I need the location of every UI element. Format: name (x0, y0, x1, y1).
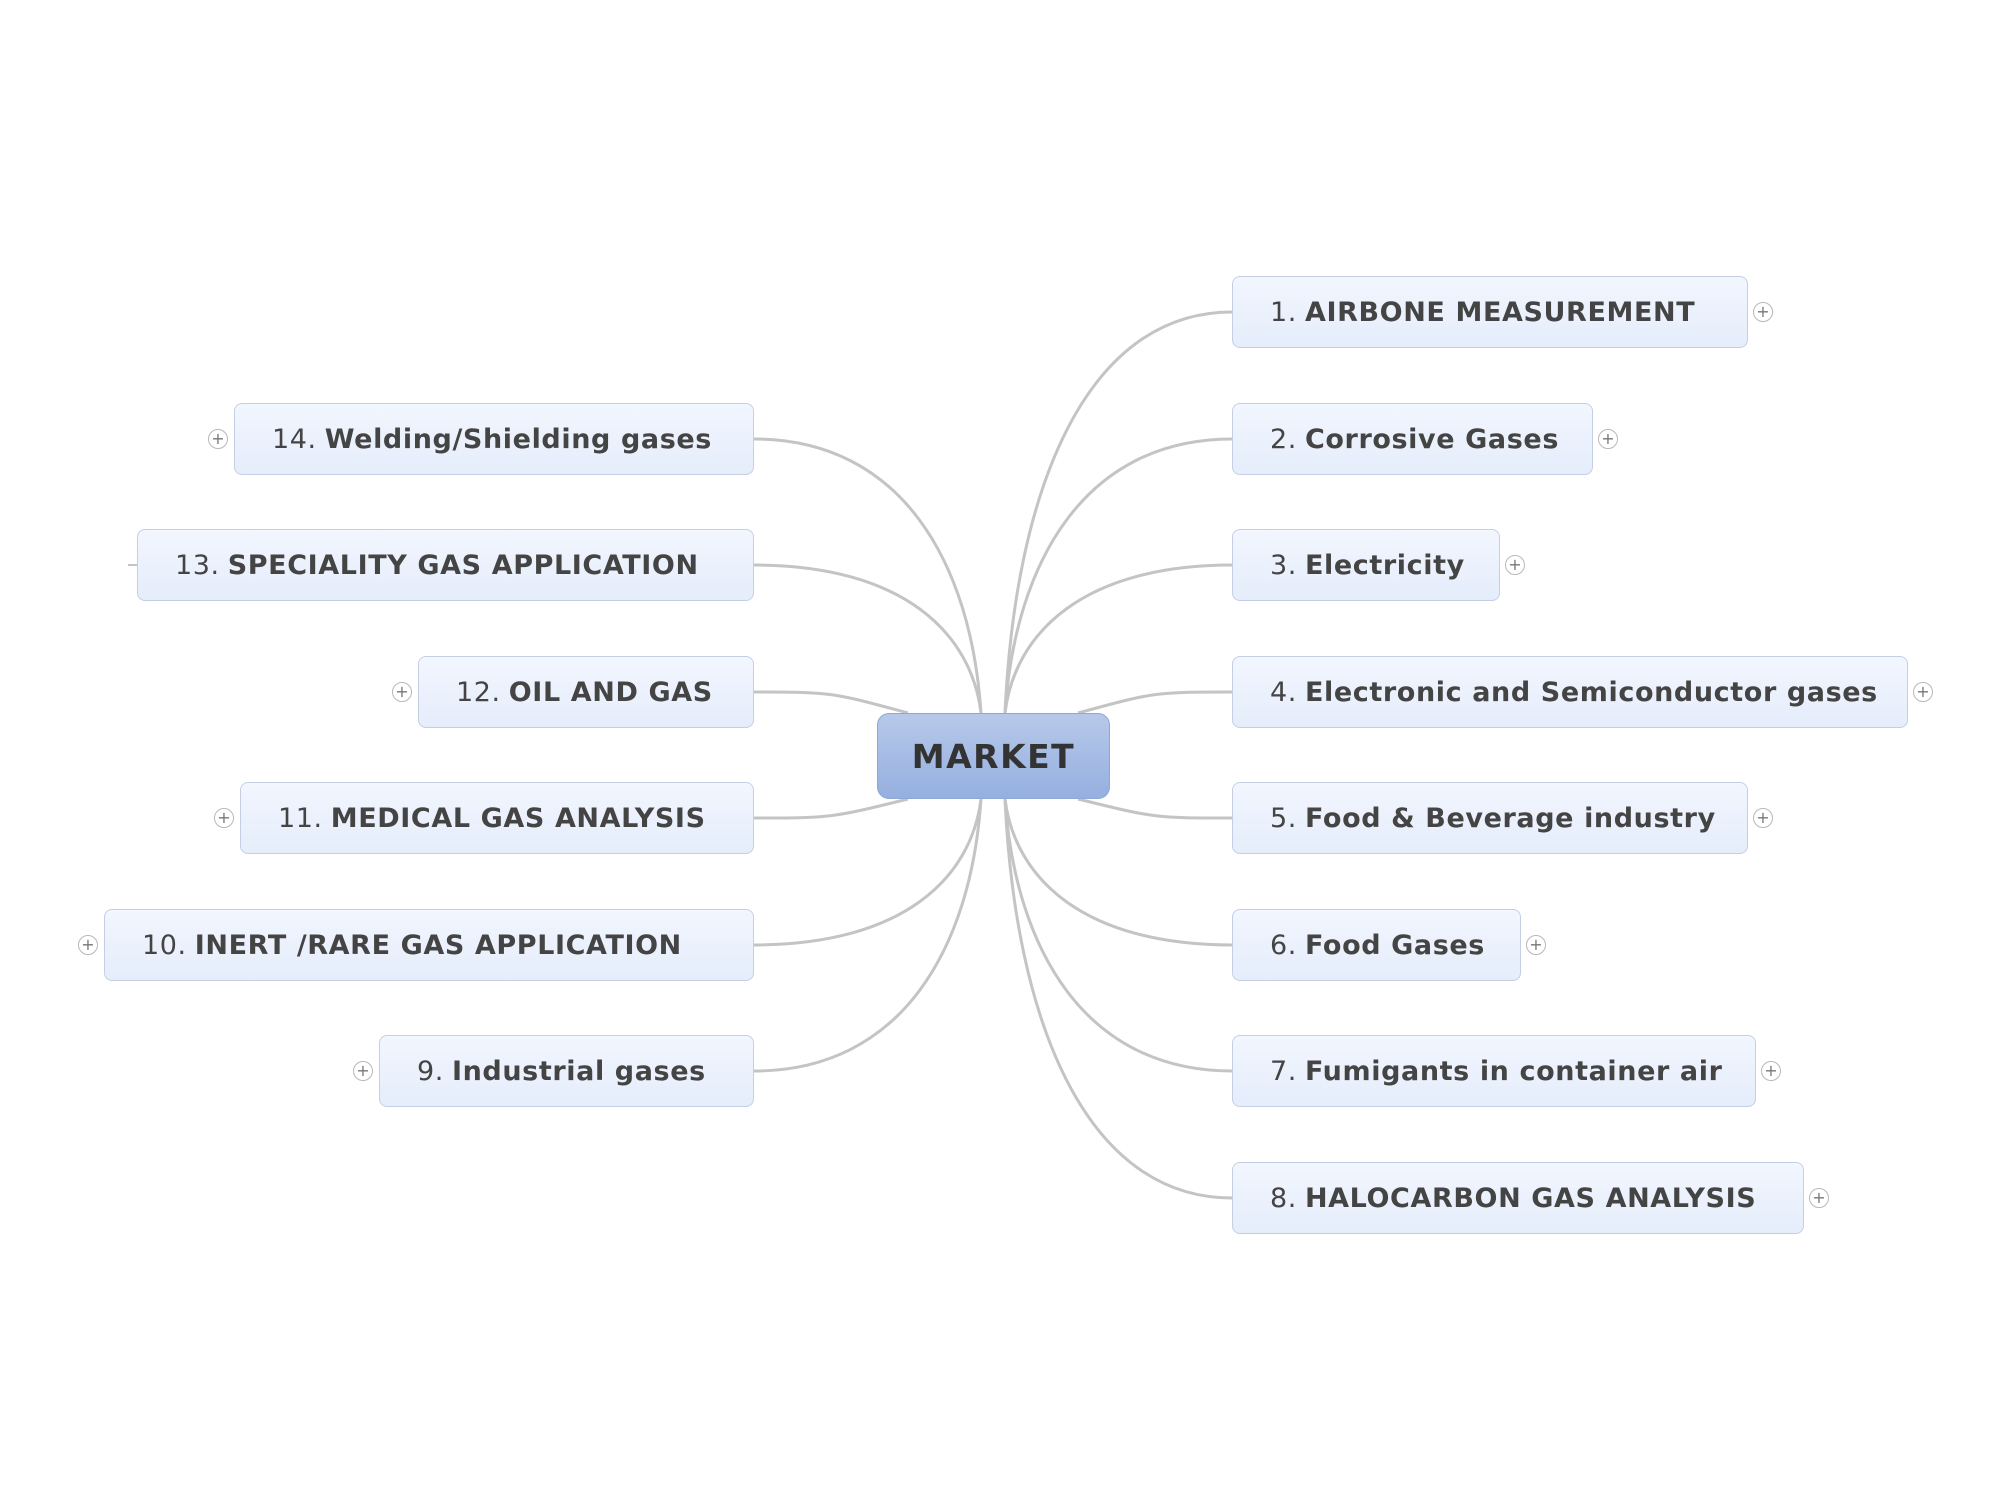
topic-welding-shielding-gases[interactable]: 14. Welding/Shielding gases (234, 403, 754, 475)
topic-number: 11. (278, 802, 323, 834)
topic-number: 1. (1270, 296, 1297, 328)
topic-label: HALOCARBON GAS ANALYSIS (1304, 1182, 1757, 1214)
expand-plus-icon[interactable]: + (214, 808, 234, 828)
expand-plus-icon[interactable]: + (1753, 302, 1773, 322)
central-topic-label: MARKET (911, 736, 1076, 776)
expand-plus-icon[interactable]: + (78, 935, 98, 955)
topic-industrial-gases[interactable]: 9. Industrial gases (379, 1035, 754, 1107)
connector-t5 (1003, 798, 1233, 947)
connector-t2 (1003, 563, 1233, 714)
connector-t4 (1077, 797, 1233, 820)
topic-label: AIRBONE MEASUREMENT (1304, 296, 1696, 328)
connector-t12 (753, 563, 983, 714)
topic-number: 5. (1270, 802, 1297, 834)
topic-label: Electricity (1304, 549, 1465, 581)
topic-label: INERT /RARE GAS APPLICATION (194, 929, 682, 961)
topic-oil-and-gas[interactable]: 12. OIL AND GAS (418, 656, 754, 728)
expand-plus-icon[interactable]: + (1809, 1188, 1829, 1208)
expand-plus-icon[interactable]: + (392, 682, 412, 702)
topic-label: MEDICAL GAS ANALYSIS (330, 802, 706, 834)
topic-speciality-gas-application[interactable]: 13. SPECIALITY GAS APPLICATION (137, 529, 754, 601)
connector-t1 (1003, 437, 1233, 714)
expand-plus-icon[interactable]: + (1526, 935, 1546, 955)
connector-t8 (753, 798, 983, 1073)
connector-t9 (753, 798, 983, 947)
connector-t6 (1003, 798, 1233, 1073)
topic-food-beverage-industry[interactable]: 5. Food & Beverage industry (1232, 782, 1748, 854)
expand-plus-icon[interactable]: + (1913, 682, 1933, 702)
connector-t3 (1077, 690, 1233, 715)
topic-fumigants-container-air[interactable]: 7. Fumigants in container air (1232, 1035, 1756, 1107)
topic-label: Corrosive Gases (1304, 423, 1559, 455)
topic-airbone-measurement[interactable]: 1. AIRBONE MEASUREMENT (1232, 276, 1748, 348)
topic-halocarbon-gas-analysis[interactable]: 8. HALOCARBON GAS ANALYSIS (1232, 1162, 1804, 1234)
topic-number: 13. (175, 549, 220, 581)
connector-t11 (753, 690, 909, 715)
connector-t0 (1003, 310, 1233, 714)
topic-electronic-semiconductor-gases[interactable]: 4. Electronic and Semiconductor gases (1232, 656, 1908, 728)
topic-medical-gas-analysis[interactable]: 11. MEDICAL GAS ANALYSIS (240, 782, 754, 854)
topic-number: 12. (456, 676, 501, 708)
connector-t10 (753, 797, 909, 820)
topic-inert-rare-gas-application[interactable]: 10. INERT /RARE GAS APPLICATION (104, 909, 754, 981)
topic-label: Food Gases (1304, 929, 1485, 961)
topic-label: Welding/Shielding gases (324, 423, 712, 455)
expand-plus-icon[interactable]: + (1598, 429, 1618, 449)
topic-number: 9. (417, 1055, 444, 1087)
topic-number: 3. (1270, 549, 1297, 581)
topic-number: 2. (1270, 423, 1297, 455)
topic-label: Fumigants in container air (1304, 1055, 1723, 1087)
topic-label: Food & Beverage industry (1304, 802, 1716, 834)
topic-number: 14. (272, 423, 317, 455)
topic-number: 4. (1270, 676, 1297, 708)
topic-electricity[interactable]: 3. Electricity (1232, 529, 1500, 601)
connector-t13 (753, 437, 983, 714)
topic-label: SPECIALITY GAS APPLICATION (227, 549, 699, 581)
topic-label: OIL AND GAS (508, 676, 713, 708)
expand-plus-icon[interactable]: + (353, 1061, 373, 1081)
expand-plus-icon[interactable]: + (1761, 1061, 1781, 1081)
expand-plus-icon[interactable]: + (1753, 808, 1773, 828)
topic-number: 7. (1270, 1055, 1297, 1087)
topic-label: Industrial gases (451, 1055, 706, 1087)
topic-label: Electronic and Semiconductor gases (1304, 676, 1878, 708)
topic-food-gases[interactable]: 6. Food Gases (1232, 909, 1521, 981)
topic-corrosive-gases[interactable]: 2. Corrosive Gases (1232, 403, 1593, 475)
central-topic[interactable]: MARKET (877, 713, 1110, 799)
expand-plus-icon[interactable]: + (1505, 555, 1525, 575)
connector-t7 (1003, 798, 1233, 1200)
expand-plus-icon[interactable]: + (208, 429, 228, 449)
topic-number: 10. (142, 929, 187, 961)
topic-number: 8. (1270, 1182, 1297, 1214)
topic-number: 6. (1270, 929, 1297, 961)
